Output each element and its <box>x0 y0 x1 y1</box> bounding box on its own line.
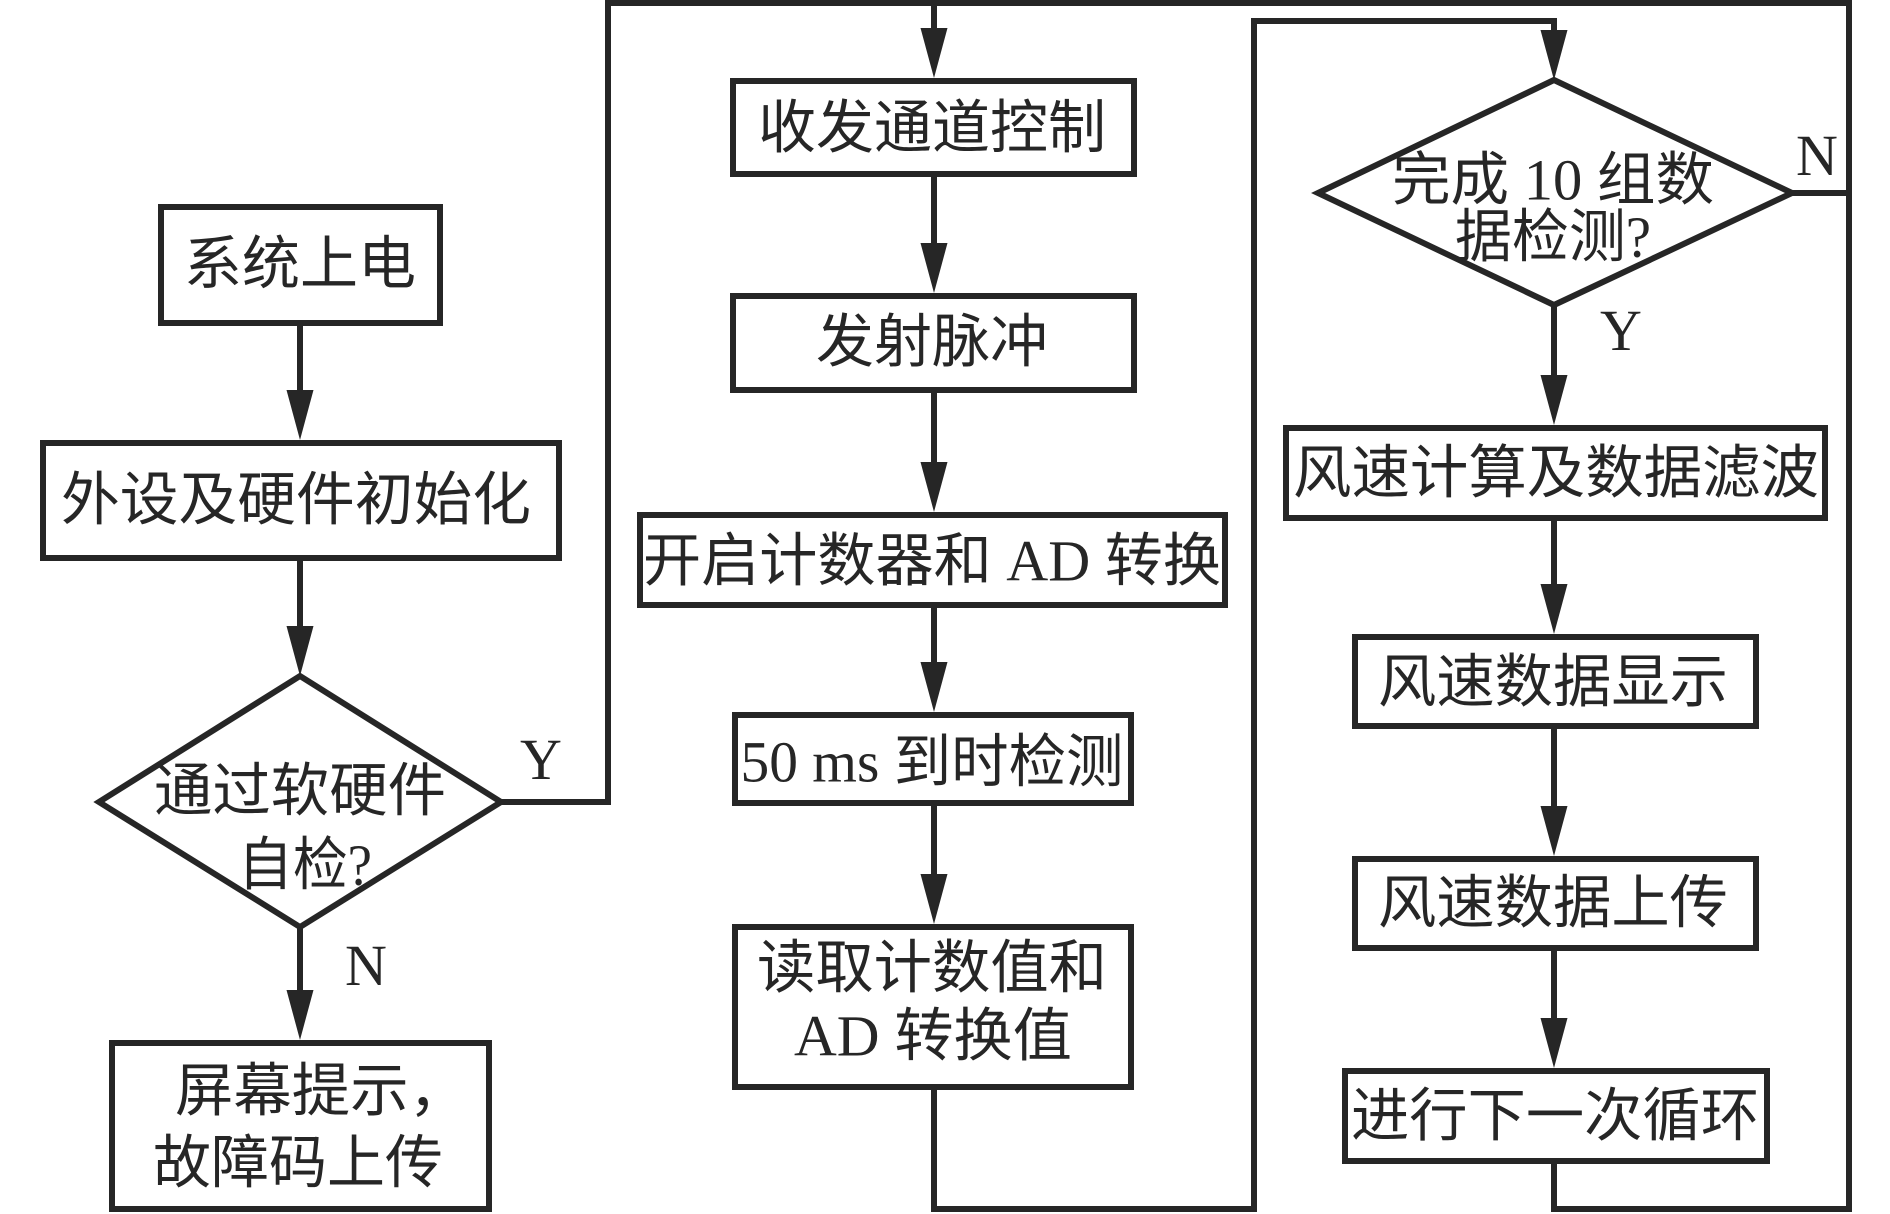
arrowhead-icon <box>1540 1018 1568 1068</box>
process-box <box>732 924 1134 1090</box>
arrowhead-icon <box>286 626 314 676</box>
branch-label-data-check-no: N <box>1796 123 1838 188</box>
process-box <box>1283 425 1828 521</box>
decision-diamond <box>1311 76 1800 309</box>
node-next-cycle: 进行下一次循环 <box>1342 1068 1770 1164</box>
node-emit-pulse: 发射脉冲 <box>730 293 1137 393</box>
node-init: 外设及硬件初始化 <box>40 440 562 561</box>
node-label: 收发通道控制 <box>758 96 1106 161</box>
node-data-count-check: 完成 10 组数 据检测? <box>1311 76 1800 309</box>
node-label: 开启计数器和 AD 转换 <box>643 529 1221 594</box>
process-box <box>1352 634 1759 729</box>
process-box <box>730 293 1137 393</box>
arrowhead-icon <box>920 874 948 924</box>
arrowhead-icon <box>920 243 948 293</box>
process-box <box>158 204 443 326</box>
process-box <box>40 440 562 561</box>
arrowhead-icon <box>286 390 314 440</box>
node-start-counter-ad: 开启计数器和 AD 转换 <box>637 512 1228 608</box>
arrowhead-icon <box>1540 806 1568 856</box>
process-box <box>1342 1068 1770 1164</box>
arrowhead-icon <box>286 990 314 1040</box>
node-label: 风速计算及数据滤波 <box>1293 441 1819 506</box>
node-timeout-check: 50 ms 到时检测 <box>732 712 1134 806</box>
arrowheads <box>286 28 1568 1068</box>
node-label-line-1: 屏幕提示， <box>175 1059 467 1124</box>
process-box <box>732 712 1134 806</box>
arrowhead-icon <box>920 662 948 712</box>
arrowhead-icon <box>1540 584 1568 634</box>
node-label: 进行下一次循环 <box>1351 1084 1759 1149</box>
node-label-line-2: AD 转换值 <box>794 1004 1072 1069</box>
node-read-values: 读取计数值和 AD 转换值 <box>732 924 1134 1090</box>
node-wind-upload: 风速数据上传 <box>1352 856 1759 951</box>
node-fault-report: 屏幕提示， 故障码上传 <box>109 1040 492 1212</box>
arrowhead-icon <box>1540 375 1568 425</box>
connector-self-check-yes-loop <box>501 0 1852 1212</box>
node-label-line-2: 自检? <box>238 833 372 898</box>
node-wind-display: 风速数据显示 <box>1352 634 1759 729</box>
node-channel-control: 收发通道控制 <box>730 78 1137 177</box>
node-label: 发射脉冲 <box>816 310 1048 375</box>
branch-label-self-check-yes: Y <box>520 727 562 792</box>
node-label: 系统上电 <box>184 232 416 297</box>
node-label-line-1: 通过软硬件 <box>154 759 446 824</box>
node-label: 风速数据上传 <box>1378 871 1728 936</box>
process-box <box>637 512 1228 608</box>
decision-diamond <box>93 672 507 931</box>
process-box <box>1352 856 1759 951</box>
branch-label-data-check-yes: Y <box>1600 298 1642 363</box>
branch-label-self-check-no: N <box>345 933 387 998</box>
node-label-line-2: 据检测? <box>1455 205 1651 270</box>
node-label: 外设及硬件初始化 <box>61 468 531 533</box>
node-label-line-1: 读取计数值和 <box>757 936 1107 1001</box>
process-box <box>730 78 1137 177</box>
node-self-check: 通过软硬件 自检? <box>93 672 507 931</box>
arrowhead-icon <box>920 28 948 78</box>
process-box <box>109 1040 492 1212</box>
node-label-line-1: 完成 10 组数 <box>1392 148 1714 213</box>
node-label: 50 ms 到时检测 <box>741 730 1124 795</box>
connector-measure-loop <box>931 18 1557 1212</box>
node-power-on: 系统上电 <box>158 204 443 326</box>
node-wind-calc: 风速计算及数据滤波 <box>1283 425 1828 521</box>
node-label-line-2: 故障码上传 <box>153 1131 443 1196</box>
node-label: 风速数据显示 <box>1378 650 1728 715</box>
arrowhead-icon <box>1540 30 1568 80</box>
arrowhead-icon <box>920 462 948 512</box>
